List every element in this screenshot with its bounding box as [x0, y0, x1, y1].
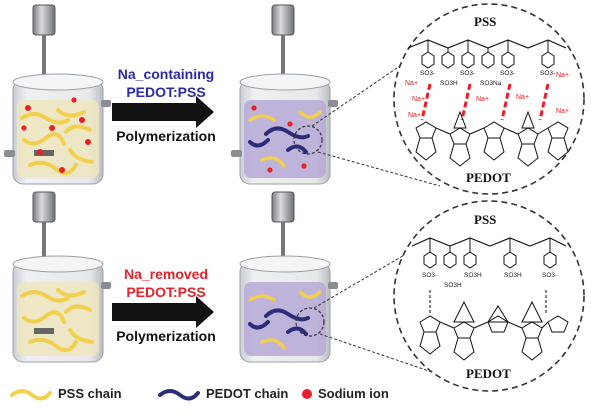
- na-label-top: Na+: [405, 80, 419, 87]
- beaker-port: [328, 282, 338, 289]
- stirrer-motor: [32, 191, 56, 223]
- process-bottom-line3: Polymerization: [116, 328, 216, 344]
- zoom-marker: [295, 307, 325, 337]
- process-top-line2: PEDOT:PSS: [126, 84, 206, 100]
- legend-swatches: [10, 389, 312, 401]
- beaker-port: [101, 282, 111, 289]
- process-bottom-line1: Na_removed: [123, 266, 209, 282]
- group-top-1: SO3H: [440, 80, 458, 87]
- beaker-rim: [239, 73, 331, 91]
- pss-title-top: PSS: [474, 14, 497, 29]
- group-bottom-2: SO3H: [464, 272, 482, 279]
- solution-purple: [244, 282, 326, 356]
- pss-chains: [20, 108, 94, 176]
- beaker-rim: [12, 255, 104, 273]
- group-top-3: SO3Na: [480, 80, 502, 87]
- group-top-4: SO3-: [500, 70, 516, 77]
- pss-chains: [248, 290, 322, 350]
- pedot-title-top: PEDOT: [466, 170, 511, 185]
- stirrer-blade: [34, 328, 54, 334]
- reactor-bottom-right: [239, 191, 338, 363]
- beaker-port: [4, 150, 15, 157]
- reactor-top-left: [4, 4, 111, 185]
- pedot-chain-icon: [158, 389, 200, 401]
- group-top-2: SO3-: [460, 70, 476, 77]
- sodium-ion-icon: [302, 389, 312, 399]
- group-bottom-3: SO3H: [504, 272, 522, 279]
- ionic-interactions: [420, 83, 550, 121]
- pss-title-bottom: PSS: [474, 212, 497, 227]
- sodium-ions: [21, 97, 91, 173]
- na-label-top: Na+: [412, 96, 426, 103]
- stirrer-motor: [32, 4, 56, 36]
- reactor-top-right: [231, 4, 338, 185]
- pss-rings: [421, 40, 555, 69]
- pss-chain-icon: [10, 389, 52, 401]
- group-top-0: SO3-: [420, 70, 436, 77]
- stirrer-blade: [34, 150, 54, 156]
- na-label-top: Na+: [476, 96, 490, 103]
- zoom-circle-top: [393, 3, 585, 195]
- pss-backbone: [411, 237, 567, 247]
- legend-pss-label: PSS chain: [58, 386, 122, 401]
- zoom-marker: [293, 125, 323, 155]
- beaker-rim: [12, 73, 104, 91]
- arrow-top: [112, 96, 214, 128]
- pedot-title-bottom: PEDOT: [466, 366, 511, 381]
- group-top-5: SO3-: [540, 70, 556, 77]
- stirrer-motor: [271, 4, 295, 36]
- beaker-port: [101, 100, 111, 107]
- process-top-line3: Polymerization: [116, 128, 216, 144]
- zoom-circle-bottom: [393, 200, 585, 392]
- na-label-top: Na+: [408, 112, 422, 119]
- pss-chains: [248, 110, 322, 168]
- pss-rings: [423, 238, 557, 269]
- na-label-top: Na+: [556, 108, 570, 115]
- beaker-port: [328, 100, 338, 107]
- group-bottom-0: SO3-: [422, 272, 438, 279]
- interaction-lines: [429, 290, 547, 314]
- stirrer-motor: [271, 191, 295, 223]
- arrow-bottom: [112, 296, 214, 328]
- pedot-backbone: [415, 110, 569, 167]
- process-bottom-line2: PEDOT:PSS: [126, 284, 206, 300]
- pedot-backbone: [419, 300, 569, 361]
- group-bottom-4: SO3-: [542, 272, 558, 279]
- reactor-bottom-left: [12, 191, 111, 363]
- process-top-line1: Na_containing: [117, 66, 215, 82]
- pss-chains: [20, 288, 94, 353]
- na-label-top: Na+: [516, 94, 530, 101]
- beaker-port: [231, 150, 242, 157]
- legend-sodium-label: Sodium ion: [318, 386, 389, 401]
- legend-pedot-label: PEDOT chain: [206, 386, 289, 401]
- pedot-chains: [248, 126, 310, 154]
- group-bottom-1: SO3H: [444, 282, 462, 289]
- sodium-ions: [251, 105, 307, 173]
- beaker-rim: [239, 255, 331, 273]
- na-label-top: Na+: [556, 72, 570, 79]
